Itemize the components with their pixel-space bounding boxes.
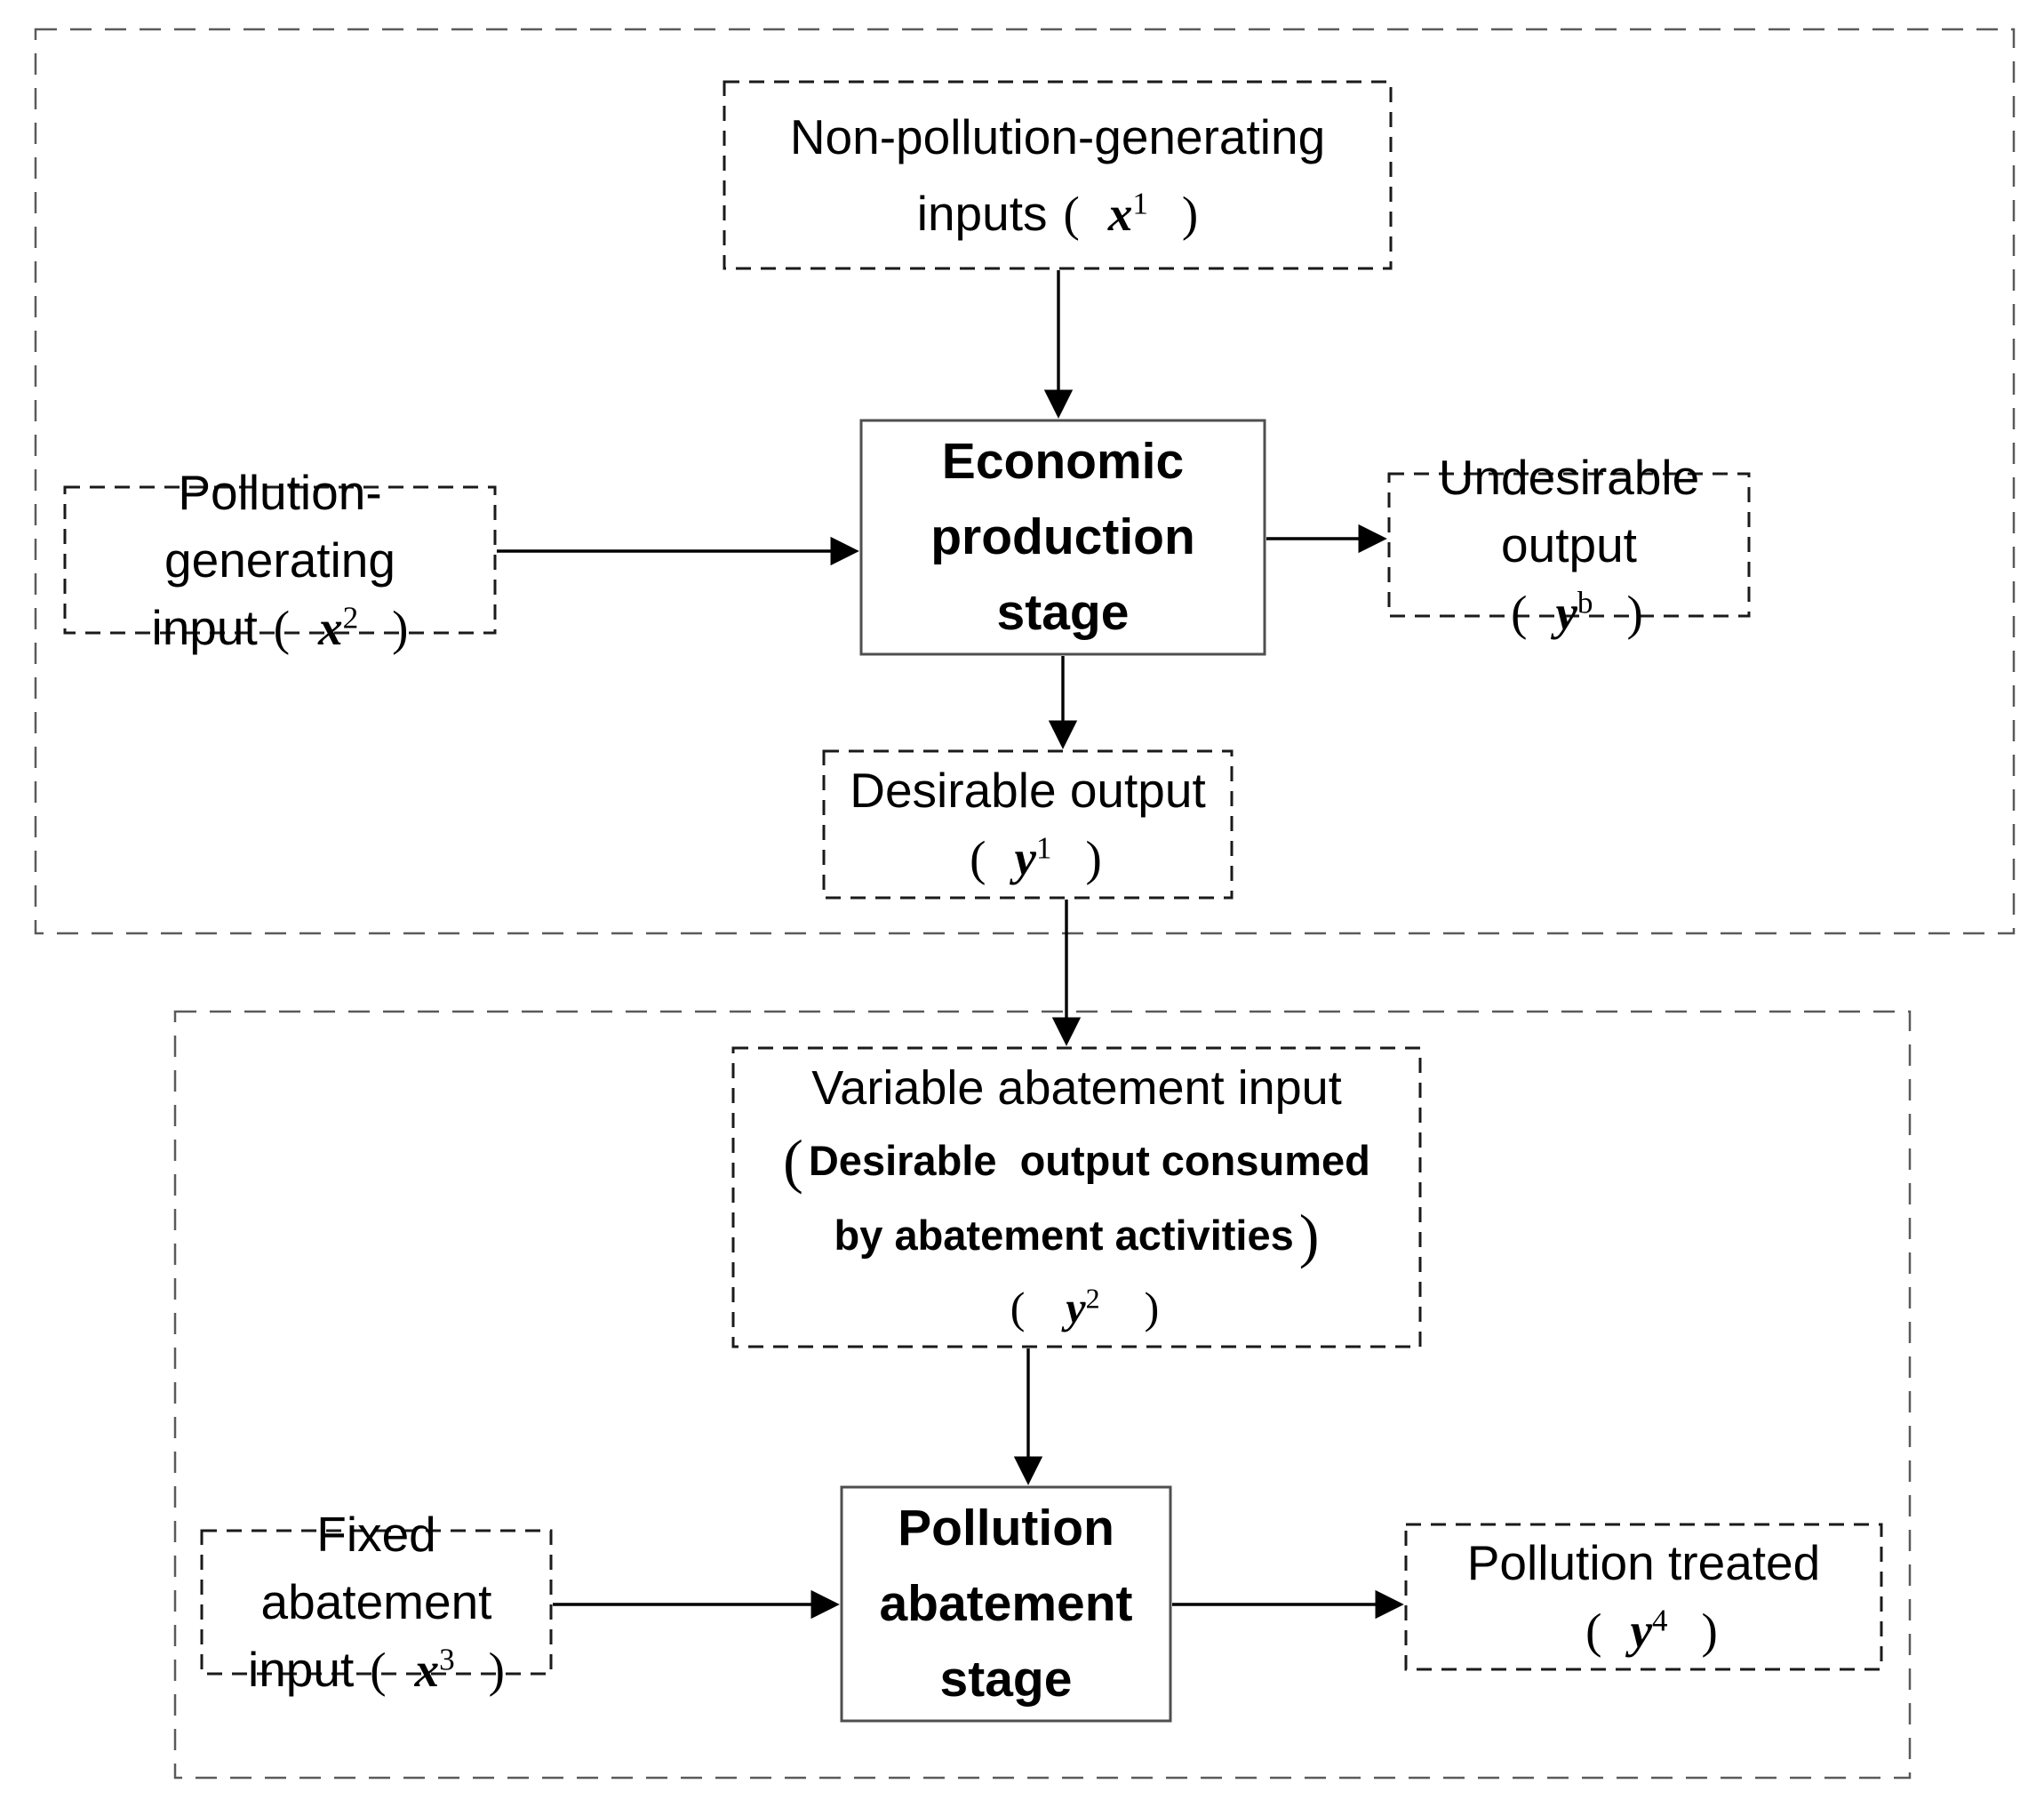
- desirable-output-line2: (y1): [970, 830, 1102, 885]
- pollution-input-line1: Pollution-generating: [164, 464, 395, 588]
- production-stage-container-border: [34, 28, 2016, 935]
- abatement-stage-container-border: [173, 1010, 1912, 1780]
- fixed-abatement-line1: Fixed abatement: [260, 1507, 492, 1629]
- undesirable-output-box: Undesirable output (yb): [1389, 450, 1749, 640]
- desirable-output-box: Desirable output (y1): [824, 751, 1232, 898]
- pollution-treated-box-border: [1404, 1523, 1883, 1671]
- economic-production-stage-box-border: [859, 419, 1266, 656]
- pollution-abatement-stage-box: Pollution abatement stage: [842, 1487, 1170, 1721]
- variable-abatement-line2: (Desirable output consumed: [783, 1126, 1370, 1195]
- pollution-input-line2: input(x2): [151, 599, 409, 655]
- economic-production-stage-box: Economic production stage: [861, 420, 1265, 654]
- desirable-output-box-border: [822, 749, 1234, 900]
- variable-abatement-line4: (y2): [1010, 1282, 1160, 1332]
- abatement-stage-line2: abatement: [879, 1575, 1133, 1632]
- variable-abatement-line1: Variable abatement input: [811, 1061, 1342, 1115]
- fixed-abatement-line2: input(x3): [247, 1642, 505, 1697]
- undesirable-output-box-border: [1387, 472, 1751, 618]
- variable-abatement-input-box-border: [731, 1046, 1422, 1348]
- fixed-abatement-input-box-border: [200, 1529, 553, 1676]
- pollution-input-box-border: [63, 485, 497, 635]
- abatement-stage-line3: stage: [939, 1651, 1073, 1708]
- non-pollution-inputs-line1: Non-pollution-generating: [789, 108, 1326, 164]
- economic-stage-line1: Economic: [941, 433, 1185, 490]
- undesirable-output-line2: (yb): [1511, 585, 1643, 640]
- desirable-output-line1: Desirable output: [850, 763, 1206, 818]
- pollution-treated-box: Pollution treated (y4): [1406, 1524, 1881, 1669]
- fixed-abatement-input-box: Fixed abatement input(x3): [202, 1507, 551, 1697]
- economic-stage-line2: production: [930, 508, 1195, 565]
- pollution-input-box: Pollution-generating input(x2): [65, 465, 495, 655]
- pollution-treated-line1: Pollution treated: [1466, 1535, 1821, 1590]
- pollution-treated-line2: (y4): [1585, 1603, 1718, 1658]
- non-pollution-inputs-line2: inputs(x1): [916, 185, 1199, 241]
- non-pollution-inputs-box: Non-pollution-generating inputs(x1): [724, 82, 1391, 268]
- pollution-abatement-stage-box-border: [840, 1485, 1172, 1723]
- abatement-stage-line1: Pollution: [898, 1500, 1114, 1556]
- variable-abatement-line3: by abatement activities): [834, 1201, 1320, 1269]
- variable-abatement-input-box: Variable abatement input (Desirable outp…: [733, 1048, 1420, 1347]
- economic-stage-line3: stage: [996, 584, 1130, 641]
- undesirable-output-line1: Undesirable output: [1438, 449, 1713, 572]
- non-pollution-inputs-box-border: [723, 80, 1393, 270]
